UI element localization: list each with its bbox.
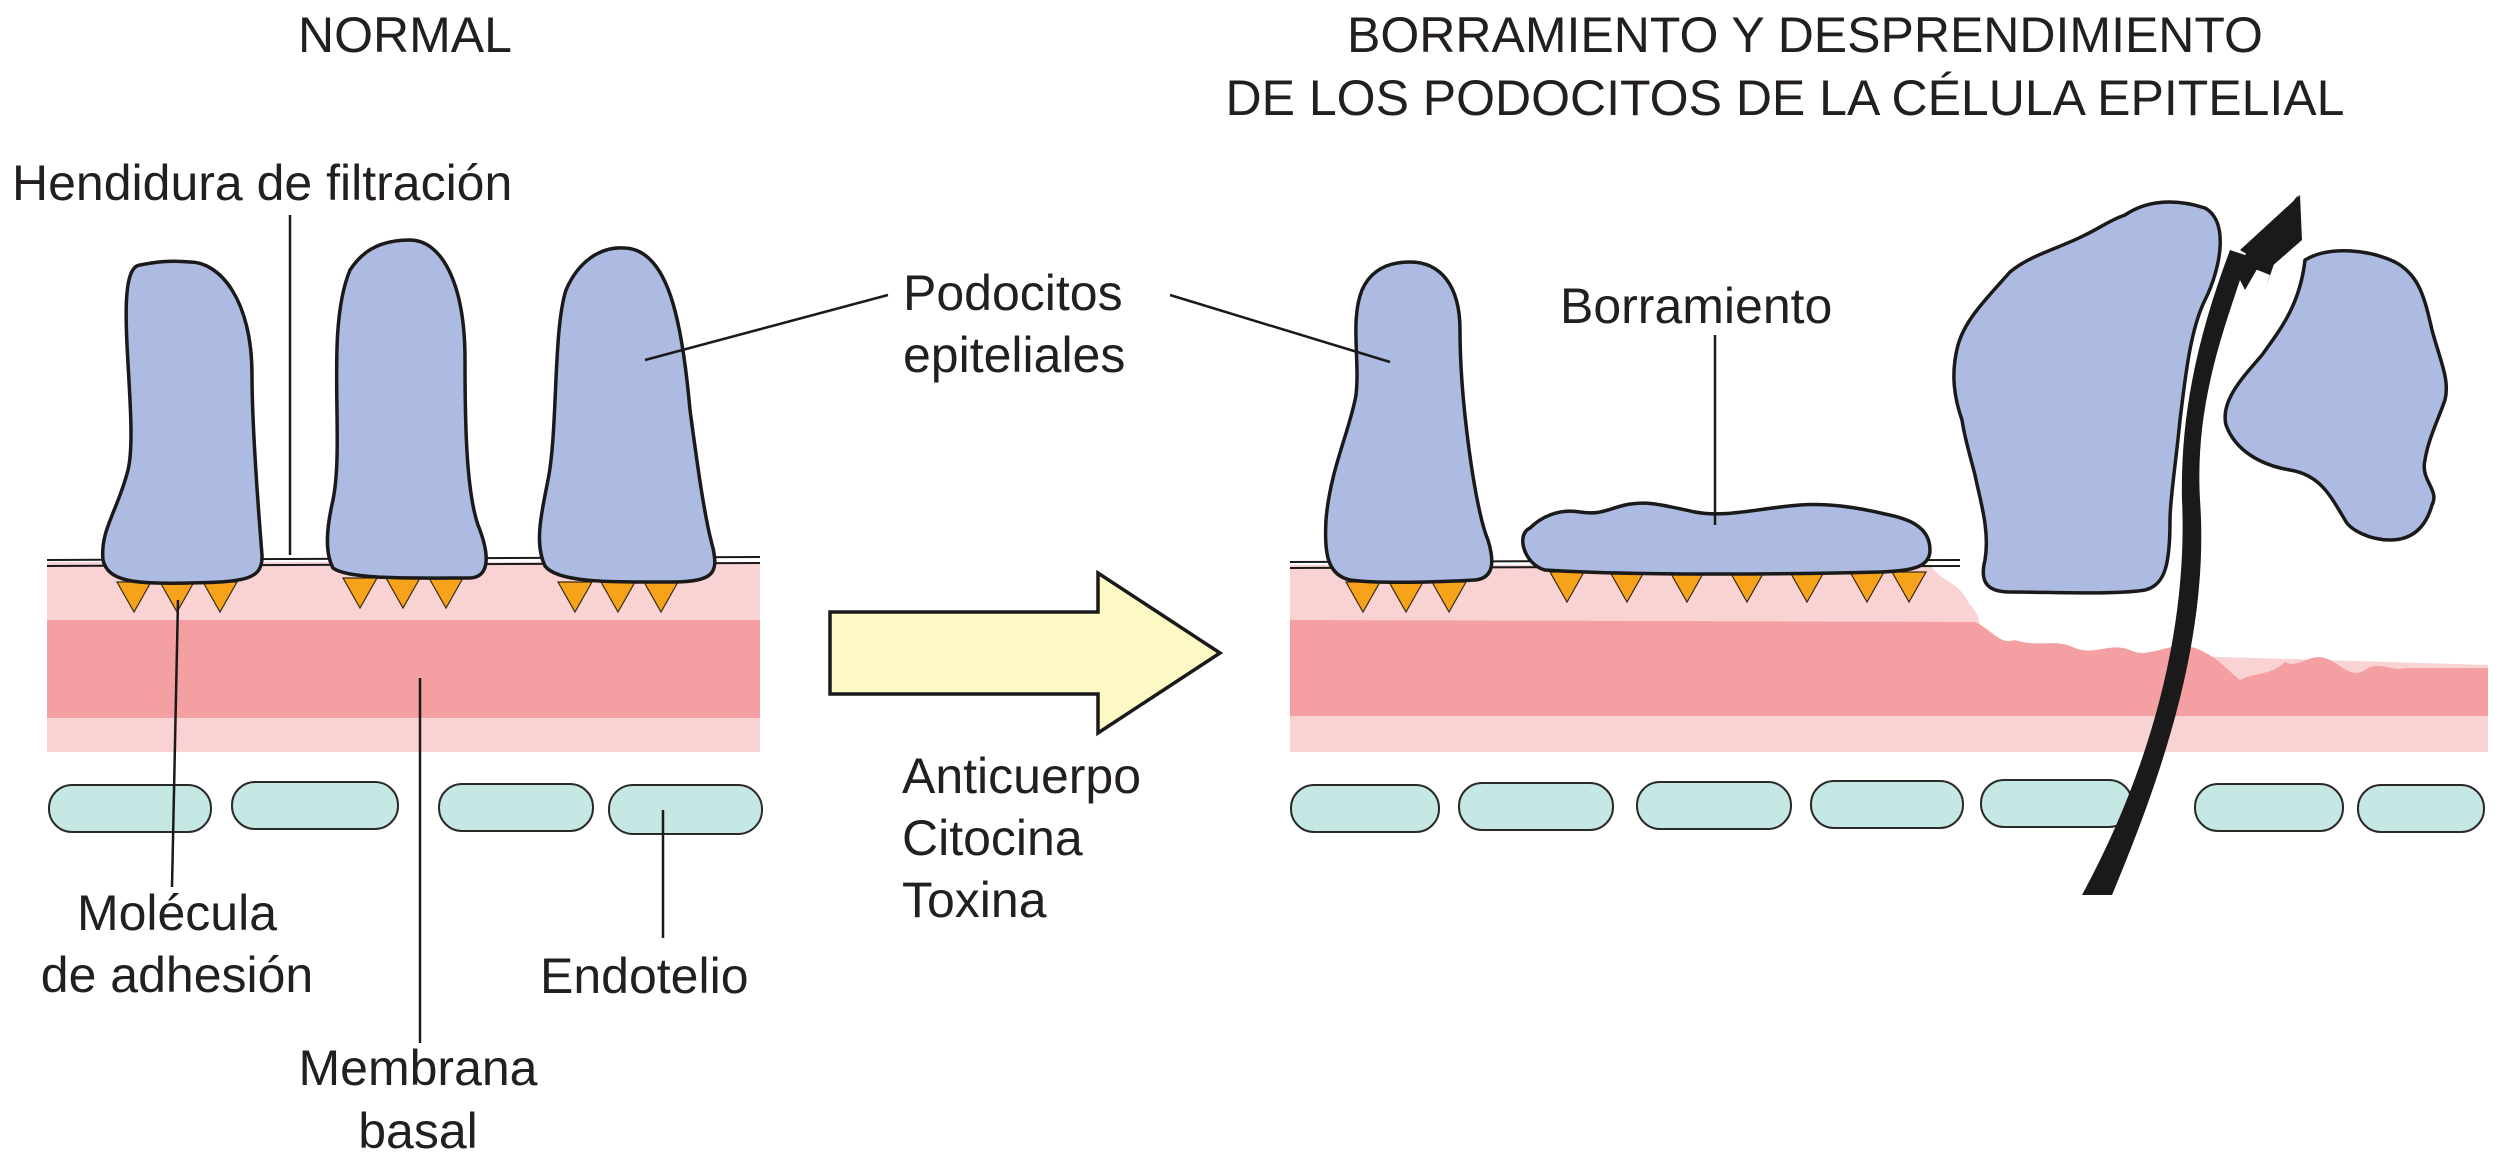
adhesion-molecule — [341, 577, 379, 610]
label-basement-line2: basal — [358, 1103, 478, 1159]
label-endothelium: Endotelio — [540, 948, 749, 1004]
endothelial-cell — [231, 781, 399, 830]
adhesion-molecule — [1890, 571, 1928, 604]
endothelial-cell — [48, 784, 212, 833]
podocyte-detaching-2 — [2223, 249, 2449, 542]
normal-panel — [46, 215, 889, 1043]
cause-toxin: Toxina — [902, 872, 1047, 928]
label-effacement: Borramiento — [1560, 278, 1832, 334]
text-labels: NORMAL BORRAMIENTO Y DESPRENDIMIENTO DE … — [12, 7, 2344, 1159]
endothelial-cell — [2194, 783, 2344, 832]
title-normal: NORMAL — [298, 7, 512, 63]
endothelial-cell — [438, 783, 594, 832]
adhesion-molecules-right — [1344, 571, 1928, 614]
endothelial-cell — [1980, 779, 2133, 828]
endothelium-left — [48, 781, 763, 835]
endothelial-cell — [1810, 780, 1964, 829]
leader-adhesion — [170, 599, 180, 888]
label-podocytes-line2: epiteliales — [903, 327, 1125, 383]
label-podocytes-line1: Podocitos — [903, 265, 1123, 321]
leader-podocytes-right — [1169, 293, 1391, 364]
title-damaged-line2: DE LOS PODOCITOS DE LA CÉLULA EPITELIAL — [1226, 70, 2345, 126]
endothelial-cell — [1290, 784, 1440, 833]
podocyte-left-1 — [100, 259, 264, 585]
podocyte-left-3 — [537, 246, 717, 584]
endothelial-cell — [2357, 784, 2485, 833]
label-adhesion-line1: Molécula — [77, 885, 277, 941]
podocyte-left-2 — [325, 238, 488, 580]
endothelial-cell — [1636, 781, 1792, 830]
detachment-arrow-head-tip — [2240, 195, 2302, 268]
cause-antibody: Anticuerpo — [902, 748, 1141, 804]
label-filtration-slit: Hendidura de filtración — [12, 155, 512, 211]
podocyte-right-1 — [1323, 260, 1494, 585]
endothelial-cell — [608, 784, 763, 835]
podocyte-detaching-1 — [1952, 200, 2222, 595]
basement-membrane-dark-left — [47, 620, 760, 718]
basement-membrane-dark-right — [1290, 620, 2488, 716]
cause-arrow — [828, 569, 1224, 737]
podocyte-effaced — [1521, 501, 1932, 576]
detachment-arrow-icon — [2082, 195, 2300, 895]
leader-podocytes-left — [644, 293, 889, 362]
endothelium-right — [1290, 779, 2485, 833]
endothelial-cell — [1458, 782, 1614, 831]
adhesion-molecule — [556, 581, 594, 614]
title-damaged-line1: BORRAMIENTO Y DESPRENDIMIENTO — [1347, 7, 2263, 63]
label-basement-line1: Membrana — [299, 1040, 538, 1096]
damaged-panel — [1169, 195, 2488, 895]
cause-cytokine: Citocina — [902, 810, 1083, 866]
label-adhesion-line2: de adhesión — [41, 947, 313, 1003]
